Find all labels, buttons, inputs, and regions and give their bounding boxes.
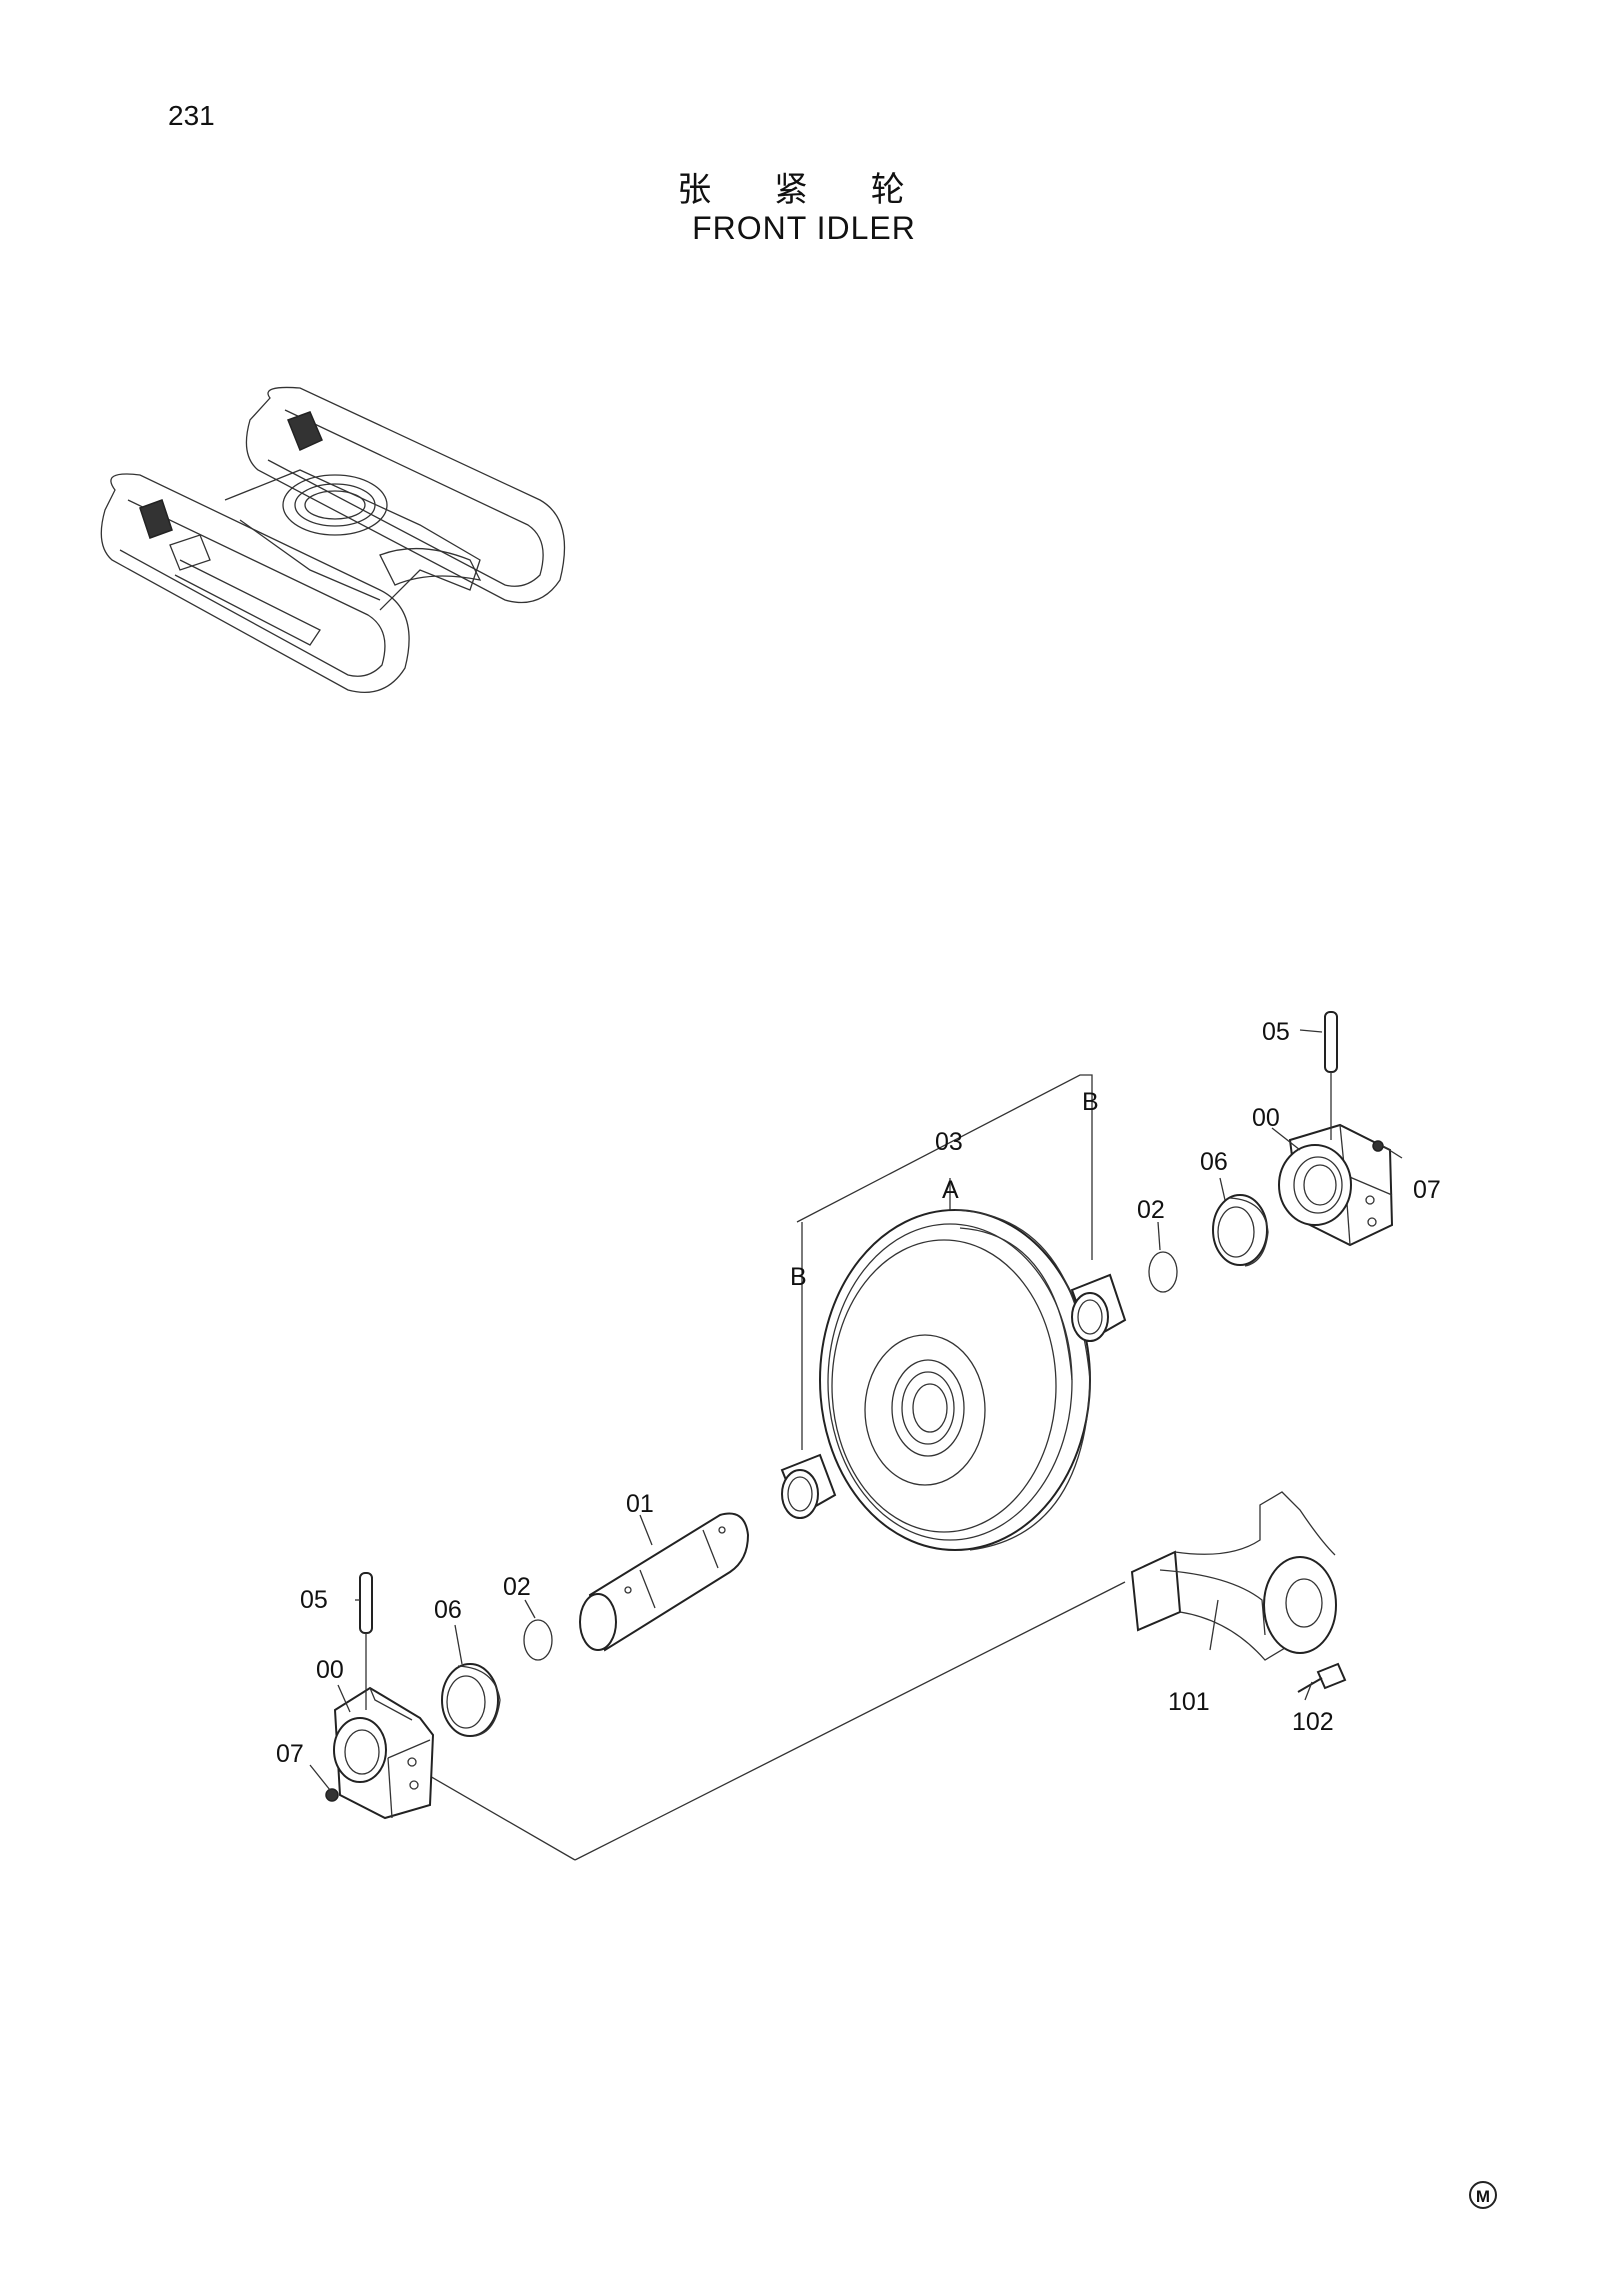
floating-seal-left: [441, 1663, 501, 1737]
label-06-right: 06: [1200, 1148, 1228, 1176]
pin-right: [1324, 1011, 1338, 1140]
corner-mark: M: [1469, 2181, 1497, 2209]
floating-seal-right: [1212, 1194, 1269, 1267]
label-02-right: 02: [1137, 1196, 1165, 1224]
corner-mark-letter: M: [1476, 2187, 1490, 2206]
part-labels: 05 00 06 07 02 B 03 A B 01 02 05 06 00 0…: [276, 1018, 1441, 1768]
undercarriage-overview-illustration: [100, 386, 566, 694]
label-06-left: 06: [434, 1596, 462, 1624]
label-03: 03: [935, 1128, 963, 1156]
page-number: 231: [168, 100, 215, 131]
label-b-left: B: [790, 1263, 807, 1291]
bearing-housing-right: [1278, 1123, 1394, 1247]
shaft: [579, 1512, 750, 1652]
title-english: FRONT IDLER: [692, 210, 916, 246]
reference-lines: [427, 1074, 1126, 1861]
grease-fitting-right: [1372, 1140, 1384, 1152]
o-ring-left: [523, 1619, 553, 1661]
bushing-left: [780, 1453, 837, 1519]
label-02-left: 02: [503, 1573, 531, 1601]
label-b-right: B: [1082, 1088, 1099, 1116]
label-05-left: 05: [300, 1586, 328, 1614]
idler-wheel: [819, 1209, 1091, 1551]
label-01: 01: [626, 1490, 654, 1518]
label-05-right: 05: [1262, 1018, 1290, 1046]
label-00-left: 00: [316, 1656, 344, 1684]
bearing-housing-left: [333, 1686, 435, 1820]
o-ring-right: [1148, 1251, 1178, 1293]
label-102: 102: [1292, 1708, 1334, 1736]
leader-lines: [337, 1029, 1323, 1713]
label-07-left: 07: [276, 1740, 304, 1768]
label-00-right: 00: [1252, 1104, 1280, 1132]
label-a: A: [942, 1176, 959, 1204]
label-07-right: 07: [1413, 1176, 1441, 1204]
idler-bracket: [1130, 1491, 1337, 1661]
bushing-right: [1070, 1273, 1127, 1342]
title-chinese: 张 紧 轮: [677, 170, 931, 210]
label-101: 101: [1168, 1688, 1210, 1716]
bolt: [1297, 1662, 1347, 1693]
pin-left: [359, 1572, 373, 1710]
grease-fitting-left: [325, 1788, 339, 1802]
